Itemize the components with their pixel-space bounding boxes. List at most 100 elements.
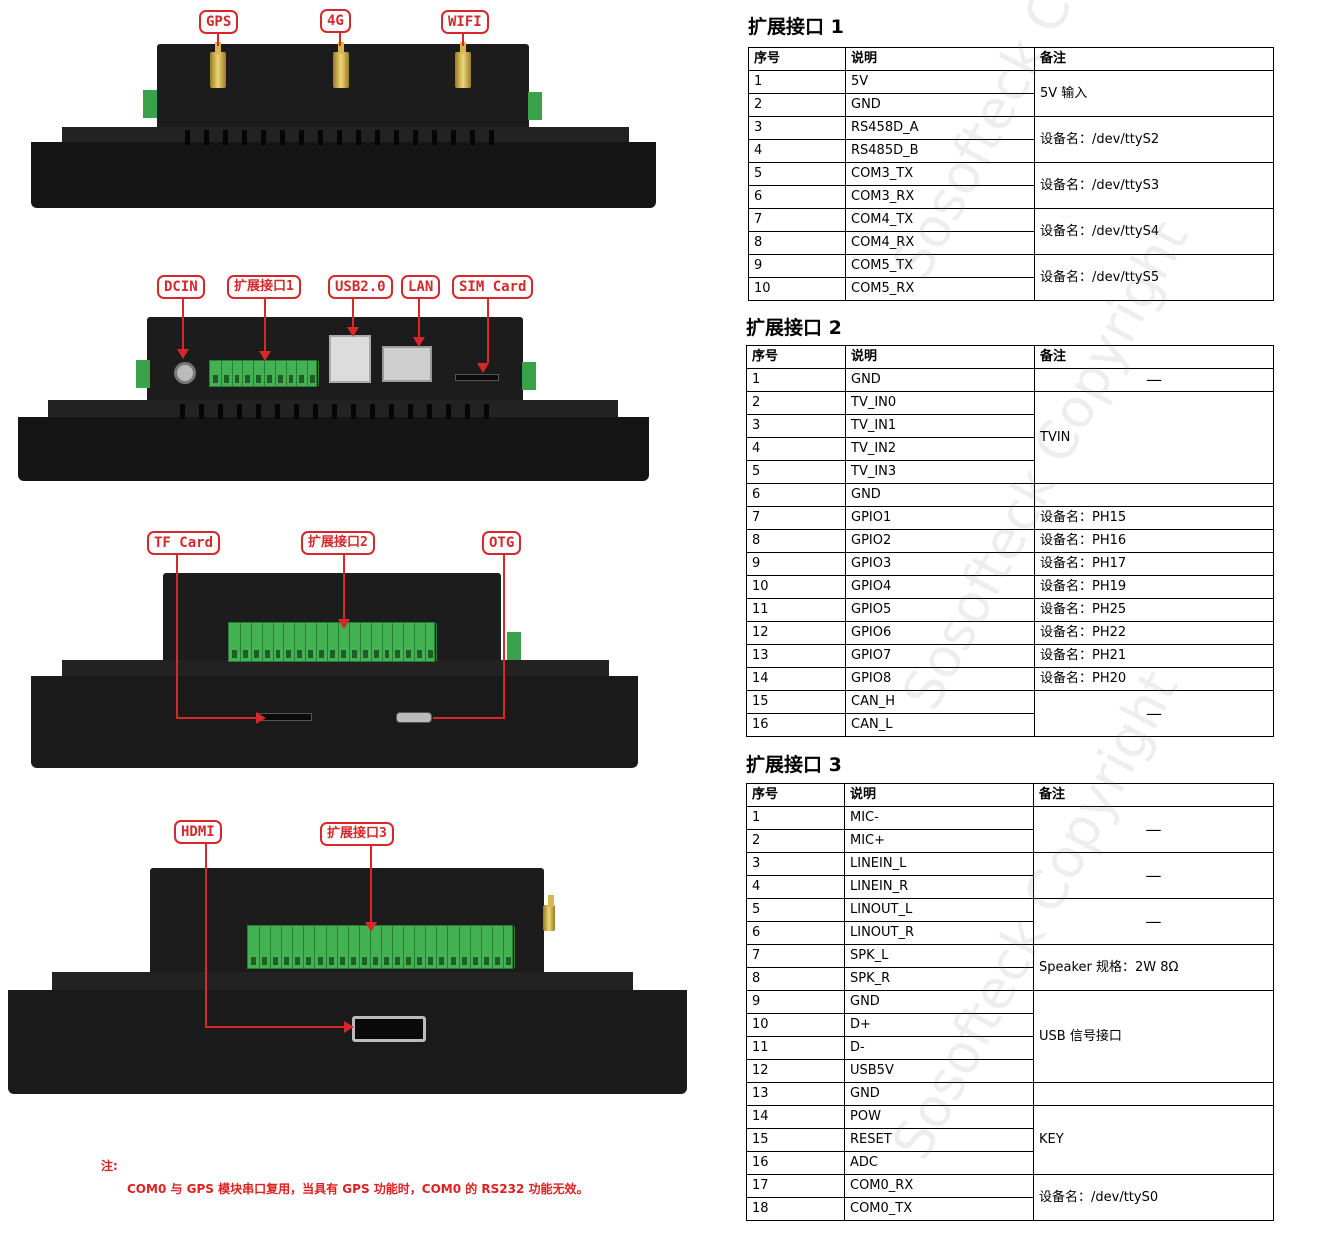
terminal-pin [316,623,329,661]
callout-usb: USB2.0 [328,275,393,299]
table-header: 序号 说明 备注 [748,47,1274,71]
terminal-pin [242,361,255,386]
vent-slot [470,130,475,145]
terminal-pin [286,361,298,386]
terminal-pin [273,623,285,661]
terminal-pin [292,926,305,968]
vent-slot [484,404,489,419]
remark-cell: 设备名：/dev/ttyS3 [1034,162,1274,209]
usb-port [329,335,371,383]
remark-cell: 设备名：/dev/ttyS2 [1034,116,1274,163]
remark-cell: 设备名：PH17 [1034,552,1274,576]
vent-slot [427,404,432,419]
vent-slot [351,404,356,419]
table1-title: 扩展接口 1 [748,16,844,38]
terminal-pin [305,623,318,661]
remark-cell: 设备名：PH22 [1034,621,1274,645]
terminal-pin [403,926,416,968]
terminal-pin [414,623,427,661]
remark-cell: 设备名：PH16 [1034,529,1274,553]
remark-cell [1034,483,1274,507]
terminal-pin [229,623,241,661]
remark-cell: — [1033,806,1274,853]
terminal-pin [307,361,319,386]
vent-slot [223,130,228,145]
lan-port [382,346,432,382]
remark-cell: 设备名：/dev/ttyS5 [1034,254,1274,301]
vent-slot [204,130,209,145]
remark-cell: 设备名：PH25 [1034,598,1274,622]
terminal-pin [251,623,263,661]
vent-slot [237,404,242,419]
vent-slot [432,130,437,145]
remark-cell: KEY [1033,1105,1274,1175]
vent-slot [199,404,204,419]
terminal-pin [294,623,307,661]
terminal-pin [503,926,515,968]
remark-cell: 设备名：PH15 [1034,506,1274,530]
vent-slot [242,130,247,145]
vent-slot [180,404,185,419]
callout-wifi: WIFI [441,10,489,34]
terminal-pin [459,926,471,968]
terminal-pin [392,623,405,661]
terminal-pin [448,926,460,968]
col-remark: 备注 [1033,783,1274,807]
gps-antenna [210,42,226,88]
terminal-block-2 [228,622,437,662]
terminal-pin [270,926,283,968]
col-desc: 说明 [845,345,1035,369]
terminal-pin [232,361,244,386]
otg-port [396,712,432,723]
terminal-pin [348,926,360,968]
callout-sim: SIM Card [452,275,534,299]
callout-tf: TF Card [147,531,221,555]
vent-slot [489,130,494,145]
terminal-pin [359,926,371,968]
vent-slot [185,130,190,145]
sim-slot [455,374,499,381]
vent-slot [375,130,380,145]
vent-slot [465,404,470,419]
terminal-pin [262,623,274,661]
terminal-pin [349,623,361,661]
terminal-pin [296,361,309,386]
terminal-pin [403,623,416,661]
terminal-pin [281,926,294,968]
col-remark: 备注 [1034,345,1274,369]
terminal-pin [259,926,272,968]
table-header: 序号 说明 备注 [746,345,1274,369]
vent-slot [256,404,261,419]
vent-slot [408,404,413,419]
vent-slot [275,404,280,419]
vent-slot [337,130,342,145]
remark-cell: 设备名：PH19 [1034,575,1274,599]
terminal-pin [303,926,316,968]
vent-slot [413,130,418,145]
side-antenna [543,895,555,931]
terminal-block-3 [247,925,515,969]
terminal-pin [338,623,350,661]
terminal-pin [492,926,504,968]
